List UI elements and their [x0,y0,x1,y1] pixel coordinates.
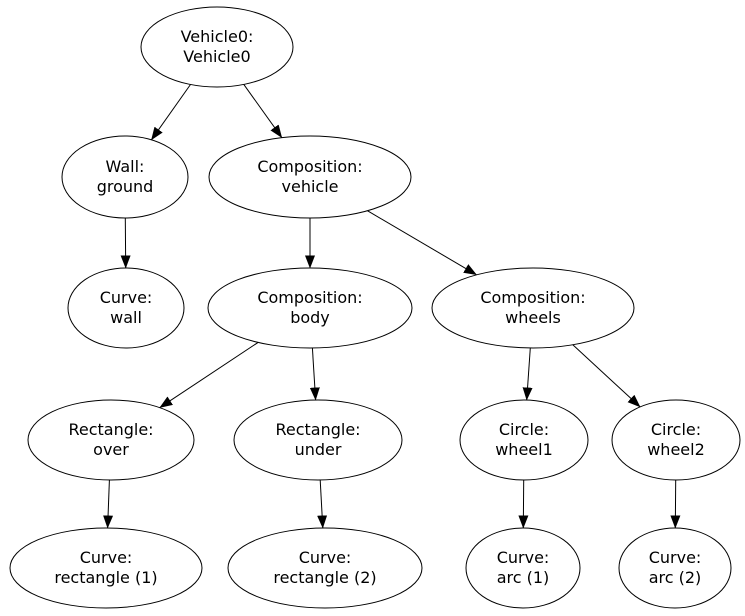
node-circle-wheel1: Circle:wheel1 [459,399,589,481]
node-composition-vehicle-label-line2: vehicle [282,177,339,196]
node-curve-wall: Curve:wall [67,267,185,349]
node-vehicle0-label-line1: Vehicle0: [181,27,254,46]
node-wall-ground-shape [61,135,189,219]
node-vehicle0-label-line2: Vehicle0 [183,47,250,66]
node-curve-arc-1-label-line1: Curve: [497,548,550,567]
node-composition-wheels-shape [431,267,635,349]
edge-vehicle0-to-composition-vehicle [243,84,283,139]
edge-composition-wheels-to-circle-wheel2 [572,344,641,408]
node-curve-rectangle-1-label-line2: rectangle (1) [54,568,157,587]
node-curve-rectangle-2-label-line1: Curve: [299,548,352,567]
edge-composition-body-to-rectangle-under [309,347,320,401]
node-curve-wall-label-line1: Curve: [100,288,153,307]
node-composition-vehicle-shape [208,135,412,219]
node-curve-wall-label-line2: wall [110,308,142,327]
nodes-layer: Vehicle0:Vehicle0Wall:groundComposition:… [9,6,741,609]
node-curve-arc-1-shape [465,527,581,609]
node-curve-rectangle-2-shape [227,527,423,609]
node-wall-ground-label-line2: ground [97,177,154,196]
node-curve-wall-shape [67,267,185,349]
node-composition-body-label-line1: Composition: [257,288,362,307]
edge-vehicle0-to-wall-ground [150,84,191,141]
node-composition-wheels: Composition:wheels [431,267,635,349]
node-rectangle-over-shape [27,399,195,481]
node-curve-arc-1-label-line2: arc (1) [497,568,550,587]
node-circle-wheel2: Circle:wheel2 [611,399,741,481]
node-rectangle-over: Rectangle:over [27,399,195,481]
node-curve-rectangle-2: Curve:rectangle (2) [227,527,423,609]
node-rectangle-under: Rectangle:under [233,399,403,481]
node-curve-arc-2-shape [618,527,732,609]
node-curve-arc-2: Curve:arc (2) [618,527,732,609]
node-wall-ground-label-line1: Wall: [106,157,145,176]
node-rectangle-over-label-line1: Rectangle: [68,420,153,439]
node-circle-wheel1-shape [459,399,589,481]
node-composition-body-shape [207,267,413,349]
node-composition-body: Composition:body [207,267,413,349]
node-composition-wheels-label-line1: Composition: [480,288,585,307]
node-rectangle-under-shape [233,399,403,481]
edge-composition-body-to-rectangle-over [159,341,259,409]
node-curve-rectangle-2-label-line2: rectangle (2) [273,568,376,587]
node-composition-vehicle: Composition:vehicle [208,135,412,219]
node-rectangle-under-label-line2: under [295,440,342,459]
node-circle-wheel2-label-line2: wheel2 [647,440,705,459]
node-composition-wheels-label-line2: wheels [505,308,561,327]
node-curve-arc-1: Curve:arc (1) [465,527,581,609]
edge-rectangle-under-to-curve-rectangle-2 [317,479,328,529]
node-curve-rectangle-1-shape [9,527,203,609]
edge-composition-wheels-to-circle-wheel1 [522,347,533,401]
node-curve-rectangle-1: Curve:rectangle (1) [9,527,203,609]
node-circle-wheel1-label-line1: Circle: [499,420,549,439]
edges-layer [103,84,681,529]
node-circle-wheel1-label-line2: wheel1 [495,440,553,459]
node-circle-wheel2-label-line1: Circle: [651,420,701,439]
node-curve-arc-2-label-line1: Curve: [649,548,702,567]
node-vehicle0-shape [140,6,294,88]
edge-composition-vehicle-to-composition-wheels [367,210,477,276]
node-rectangle-under-label-line1: Rectangle: [275,420,360,439]
node-rectangle-over-label-line2: over [93,440,129,459]
node-circle-wheel2-shape [611,399,741,481]
node-wall-ground: Wall:ground [61,135,189,219]
node-curve-rectangle-1-label-line1: Curve: [80,548,133,567]
node-composition-vehicle-label-line1: Composition: [257,157,362,176]
node-composition-body-label-line2: body [290,308,330,327]
node-curve-arc-2-label-line2: arc (2) [649,568,702,587]
node-vehicle0: Vehicle0:Vehicle0 [140,6,294,88]
edge-rectangle-over-to-curve-rectangle-1 [103,479,114,529]
